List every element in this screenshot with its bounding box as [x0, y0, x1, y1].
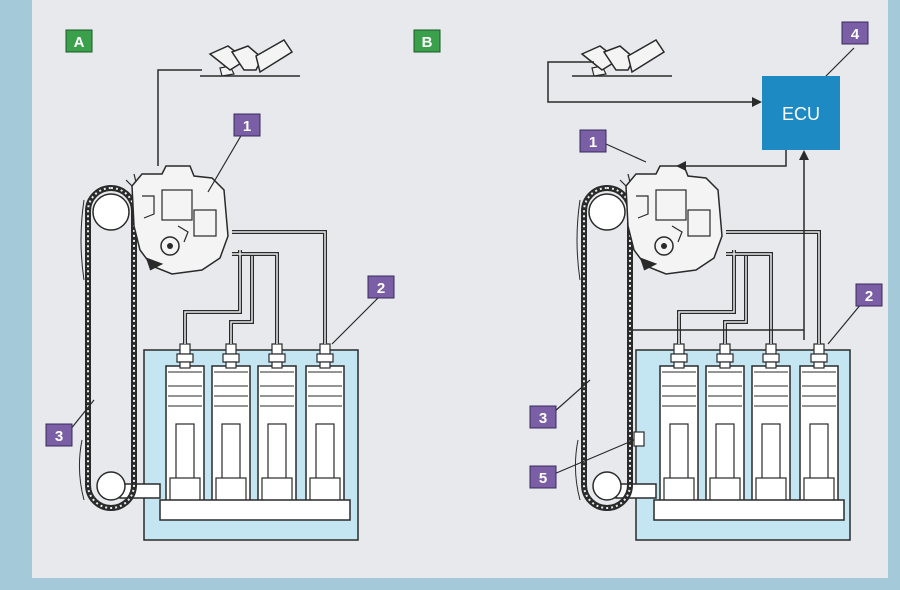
callout-b4: 4: [841, 21, 869, 45]
svg-text:3: 3: [55, 428, 63, 445]
timing-belt-a: [78, 185, 137, 511]
accelerator-pedal-a: [199, 39, 301, 77]
crankshaft-b: [653, 499, 845, 521]
callout-b1: 1: [579, 129, 607, 153]
ecu-label: ECU: [782, 104, 820, 124]
svg-text:B: B: [422, 34, 433, 51]
accelerator-pedal-b: [571, 39, 673, 77]
panel-a-tag: A: [65, 29, 93, 53]
callout-a3: 3: [45, 423, 73, 447]
injection-pump-b: [619, 165, 723, 275]
throttle-cable-a: [157, 69, 202, 166]
svg-text:3: 3: [539, 410, 547, 427]
callout-b3: 3: [529, 405, 557, 429]
panel-b-tag: B: [413, 29, 441, 53]
ecu-box: ECU: [762, 76, 840, 150]
injection-pump-a: [125, 165, 229, 275]
svg-text:5: 5: [539, 470, 547, 487]
svg-text:4: 4: [851, 26, 860, 43]
svg-text:1: 1: [243, 118, 251, 135]
panel-b: B: [413, 21, 883, 541]
svg-text:1: 1: [589, 134, 597, 151]
callout-b5: 5: [529, 465, 557, 489]
svg-text:2: 2: [377, 280, 385, 297]
callout-a1: 1: [233, 113, 261, 137]
crankshaft-a: [159, 499, 351, 521]
timing-belt-b: [574, 185, 633, 511]
callout-a2: 2: [367, 275, 395, 299]
svg-text:A: A: [74, 34, 85, 51]
callout-b2: 2: [855, 283, 883, 307]
svg-text:2: 2: [865, 288, 873, 305]
panel-a: A: [45, 29, 395, 541]
crank-sensor: [633, 431, 645, 447]
